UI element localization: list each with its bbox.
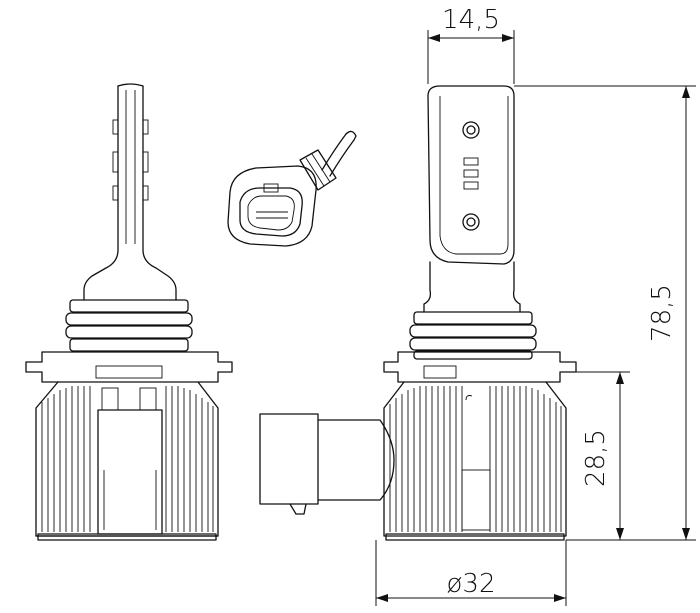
dimension-width-top: 14,5 <box>427 5 515 84</box>
dimension-label-diameter: ø32 <box>447 569 496 599</box>
bulb-front-view <box>259 85 577 541</box>
dimension-base-height: 28,5 <box>576 371 630 540</box>
dimension-diameter: ø32 <box>375 540 567 606</box>
connector-plug <box>227 130 357 247</box>
dimension-total-height: 78,5 <box>514 85 696 541</box>
dimension-label-base-height: 28,5 <box>581 429 611 487</box>
bulb-side-view <box>25 83 233 541</box>
dimension-label-total-height: 78,5 <box>647 284 677 342</box>
dimension-label-width-top: 14,5 <box>442 5 500 35</box>
